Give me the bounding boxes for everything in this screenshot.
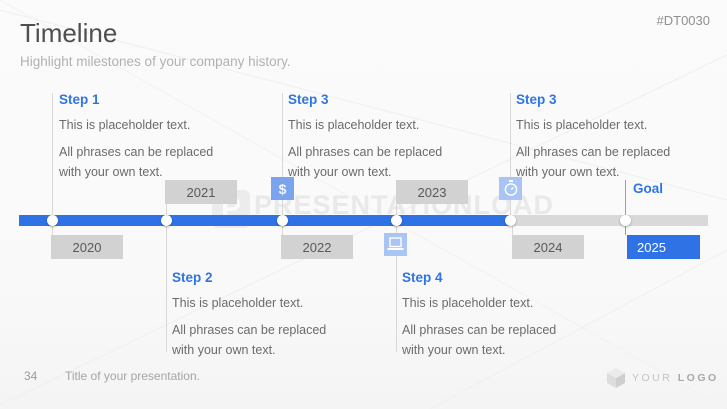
- connector-2024: [512, 226, 513, 235]
- step-text-line-2: All phrases can be replaced with your ow…: [288, 145, 443, 179]
- step-text-line-1: This is placeholder text.: [516, 118, 648, 132]
- logo-word-your: YOUR: [632, 372, 673, 384]
- step-text-line-1: This is placeholder text.: [59, 118, 191, 132]
- connector-step3b: [510, 93, 511, 177]
- connector-2021: [166, 204, 167, 215]
- connector-dollar-icon: [282, 200, 283, 215]
- logo-word-logo: LOGO: [677, 372, 719, 384]
- year-box-2021[interactable]: 2021: [165, 180, 237, 204]
- step-block-2[interactable]: Step 2 This is placeholder text. All phr…: [172, 270, 362, 368]
- step-text-line-2: All phrases can be replaced with your ow…: [516, 145, 671, 179]
- laptop-icon[interactable]: [384, 233, 407, 256]
- step-label: Step 4: [402, 270, 443, 285]
- year-box-2022[interactable]: 2022: [281, 235, 353, 259]
- page-subtitle[interactable]: Highlight milestones of your company his…: [20, 54, 291, 69]
- connector-stopwatch-icon: [510, 200, 511, 215]
- step-text-line-1: This is placeholder text.: [402, 296, 534, 310]
- dollar-icon[interactable]: $: [271, 177, 294, 200]
- connector-step4: [396, 256, 397, 352]
- step-block-1[interactable]: Step 1 This is placeholder text. All phr…: [59, 92, 249, 190]
- stopwatch-glyph: [504, 180, 517, 196]
- milestone-marker-2023[interactable]: [390, 215, 402, 226]
- milestone-marker-2022[interactable]: [276, 215, 288, 226]
- page-title[interactable]: Timeline: [20, 18, 118, 48]
- laptop-glyph: [387, 237, 404, 250]
- your-logo-text: YOUR LOGO: [632, 372, 719, 384]
- milestone-marker-2021[interactable]: [160, 215, 172, 226]
- connector-2020: [52, 226, 53, 235]
- dollar-glyph: $: [278, 180, 287, 197]
- milestone-marker-2025[interactable]: [619, 215, 631, 226]
- step-label: Step 1: [59, 92, 100, 107]
- step-text-line-2: All phrases can be replaced with your ow…: [402, 323, 557, 357]
- timeline-bar-progress[interactable]: [19, 215, 511, 226]
- step-label: Step 3: [516, 92, 557, 107]
- year-box-2023[interactable]: 2023: [396, 180, 468, 204]
- step-label: Step 2: [172, 270, 213, 285]
- page-number: 34: [24, 369, 38, 383]
- year-box-2024[interactable]: 2024: [512, 235, 584, 259]
- footer-presentation-title: Title of your presentation.: [65, 369, 200, 383]
- step-block-4[interactable]: Step 4 This is placeholder text. All phr…: [402, 270, 592, 368]
- template-code: #DT0030: [656, 13, 710, 28]
- step-text-line-2: All phrases can be replaced with your ow…: [172, 323, 327, 357]
- step-label: Step 3: [288, 92, 329, 107]
- step-block-3b[interactable]: Step 3 This is placeholder text. All phr…: [516, 92, 706, 190]
- connector-2022: [282, 226, 283, 235]
- step-block-3a[interactable]: Step 3 This is placeholder text. All phr…: [288, 92, 478, 190]
- stopwatch-icon[interactable]: [499, 177, 522, 200]
- year-box-2020[interactable]: 2020: [51, 235, 123, 259]
- connector-laptop-icon: [396, 226, 397, 233]
- connector-2023: [396, 204, 397, 215]
- connector-step1: [52, 93, 53, 215]
- timeline-bar-remaining[interactable]: [511, 215, 708, 226]
- cube-logo-icon: [607, 368, 625, 388]
- step-text-line-1: This is placeholder text.: [288, 118, 420, 132]
- goal-label[interactable]: Goal: [633, 181, 664, 196]
- milestone-marker-2024[interactable]: [504, 215, 516, 226]
- step-text-line-2: All phrases can be replaced with your ow…: [59, 145, 214, 179]
- milestone-marker-2020[interactable]: [46, 215, 58, 226]
- connector-step3a: [282, 93, 283, 177]
- step-text-line-1: This is placeholder text.: [172, 296, 304, 310]
- connector-step2: [166, 226, 167, 352]
- connector-goal-bottom: [625, 226, 626, 235]
- year-box-2025[interactable]: 2025: [627, 235, 700, 259]
